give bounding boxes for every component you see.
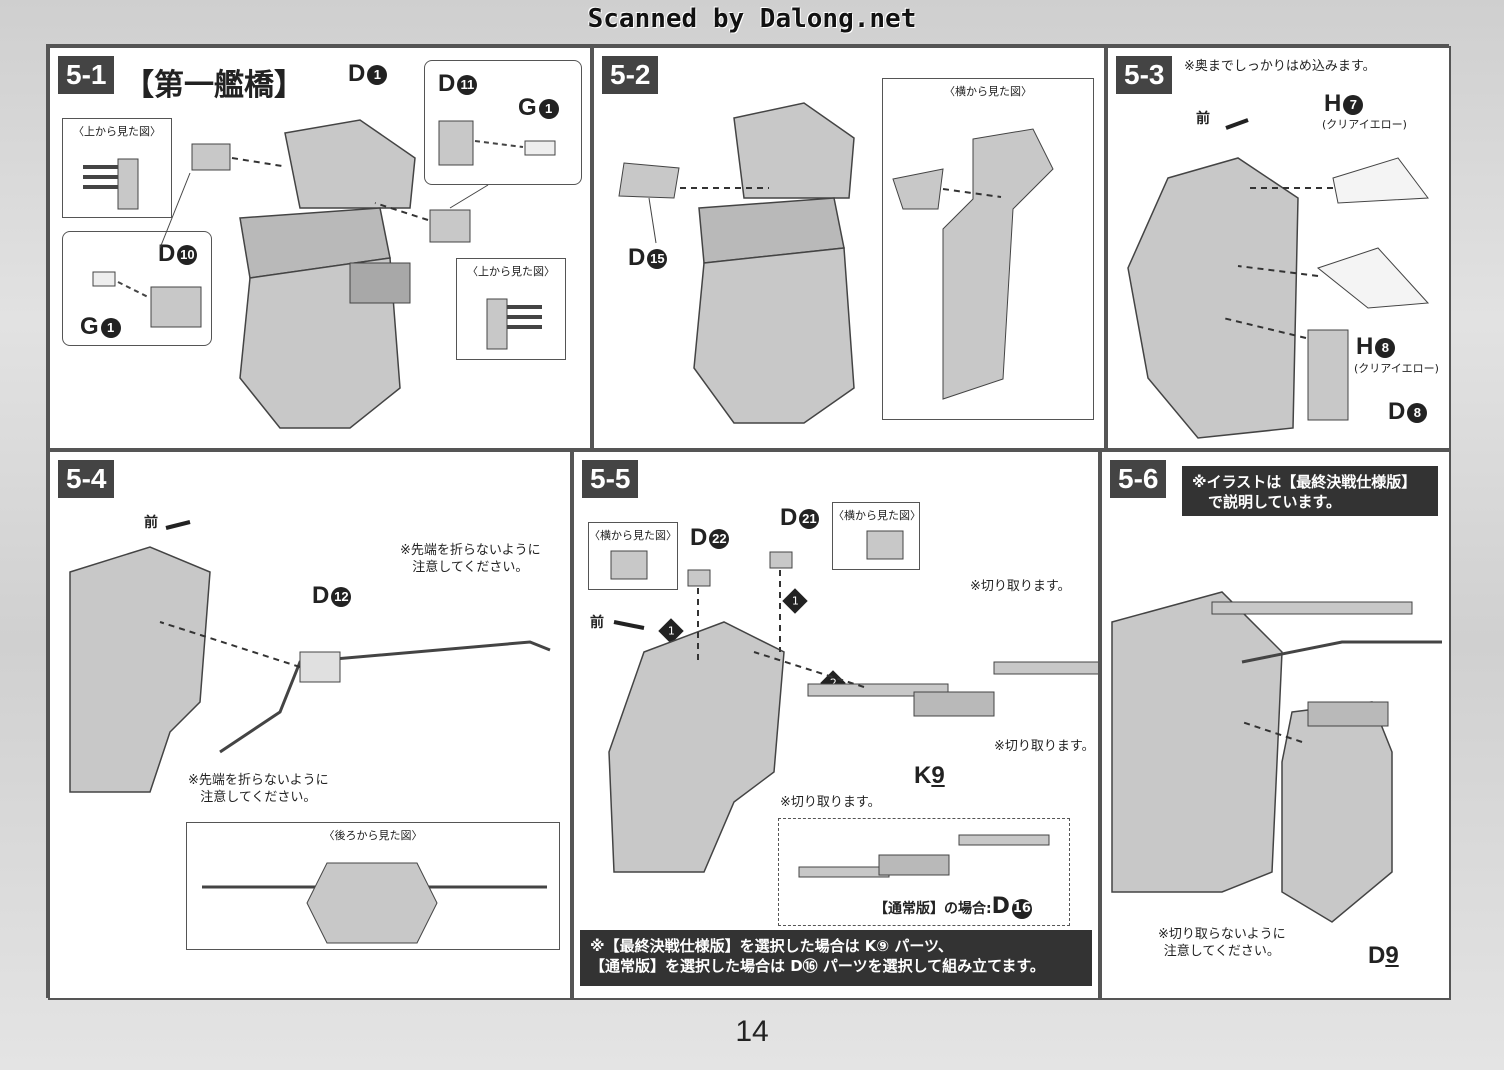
part-label-d9: D9 — [1368, 942, 1399, 969]
inset-caption: 〈上から見た図〉 — [467, 265, 555, 278]
color-note-h7: (クリアイエロー) — [1322, 118, 1407, 131]
top-view-inset-a: 〈上から見た図〉 — [62, 118, 172, 218]
inset-caption: 〈後ろから見た図〉 — [323, 829, 423, 842]
scan-watermark: Scanned by Dalong.net — [587, 4, 917, 34]
bridge-assembly-illustration — [1127, 118, 1430, 439]
step-number: 5-6 — [1110, 460, 1167, 498]
page-number: 14 — [735, 1015, 769, 1048]
bridge-assembly-illustration — [1111, 591, 1442, 923]
version-instruction: ※【最終決戦仕様版】を選択した場合は K⑨ パーツ、 【通常版】を選択した場合は… — [580, 930, 1092, 986]
panel-5-6: 5-6 ※イラストは【最終決戦仕様版】 で説明しています。 ※切り取らないように… — [1100, 450, 1451, 1000]
step-number: 5-5 — [582, 460, 639, 498]
side-view-inset-b: 〈横から見た図〉 — [832, 502, 921, 570]
part-illustration — [892, 128, 1054, 400]
inset-caption: 〈横から見た図〉 — [944, 85, 1032, 98]
cut-note-a: ※切り取ります。 — [970, 579, 1071, 594]
tip-caution-upper: ※先端を折らないように注意してください。 — [400, 543, 541, 575]
part-label-k9: K9 — [914, 762, 945, 789]
step-number: 5-4 — [58, 460, 115, 498]
part-illustration — [610, 550, 648, 580]
part-illustration — [438, 120, 556, 166]
part-illustration — [486, 298, 542, 350]
color-note-h8: (クリアイエロー) — [1354, 362, 1439, 375]
part-illustration — [83, 158, 139, 210]
step-order-2: 2 — [820, 670, 846, 696]
inset-d11-g1 — [424, 60, 582, 185]
step-order-1b: 1 — [782, 588, 808, 614]
illustration-note: ※イラストは【最終決戦仕様版】 で説明しています。 — [1182, 466, 1438, 516]
front-indicator: 前 — [1196, 111, 1210, 127]
side-view-inset-a: 〈横から見た図〉 — [588, 522, 678, 590]
tip-caution-lower: ※先端を折らないように注意してください。 — [188, 773, 329, 805]
no-cut-caution: ※切り取らないように注意してください。 — [1158, 927, 1286, 959]
insert-note: ※奥までしっかりはめ込みます。 — [1184, 59, 1376, 74]
side-view-inset: 〈横から見た図〉 — [882, 78, 1094, 420]
inset-caption: 〈上から見た図〉 — [73, 125, 161, 138]
inset-d10-g1 — [62, 231, 212, 346]
step-number: 5-2 — [602, 56, 659, 94]
front-indicator: 前 — [590, 615, 604, 631]
inset-caption: 〈横から見た図〉 — [589, 529, 677, 542]
top-view-inset-b: 〈上から見た図〉 — [456, 258, 566, 360]
inset-caption: 〈横から見た図〉 — [833, 509, 921, 522]
front-indicator: 前 — [144, 515, 158, 531]
cut-note-c: ※切り取ります。 — [780, 795, 881, 810]
step-order-1: 1 — [658, 618, 684, 644]
step-number: 5-1 — [58, 56, 115, 94]
step-title: 【第一艦橋】 — [124, 69, 304, 102]
part-illustration — [92, 271, 202, 328]
part-illustration — [202, 862, 547, 944]
cut-note-b: ※切り取ります。 — [994, 739, 1095, 754]
part-illustration — [866, 530, 904, 560]
part-illustration — [798, 834, 1050, 878]
step-number: 5-3 — [1116, 56, 1173, 94]
back-view-inset: 〈後ろから見た図〉 — [186, 822, 560, 950]
